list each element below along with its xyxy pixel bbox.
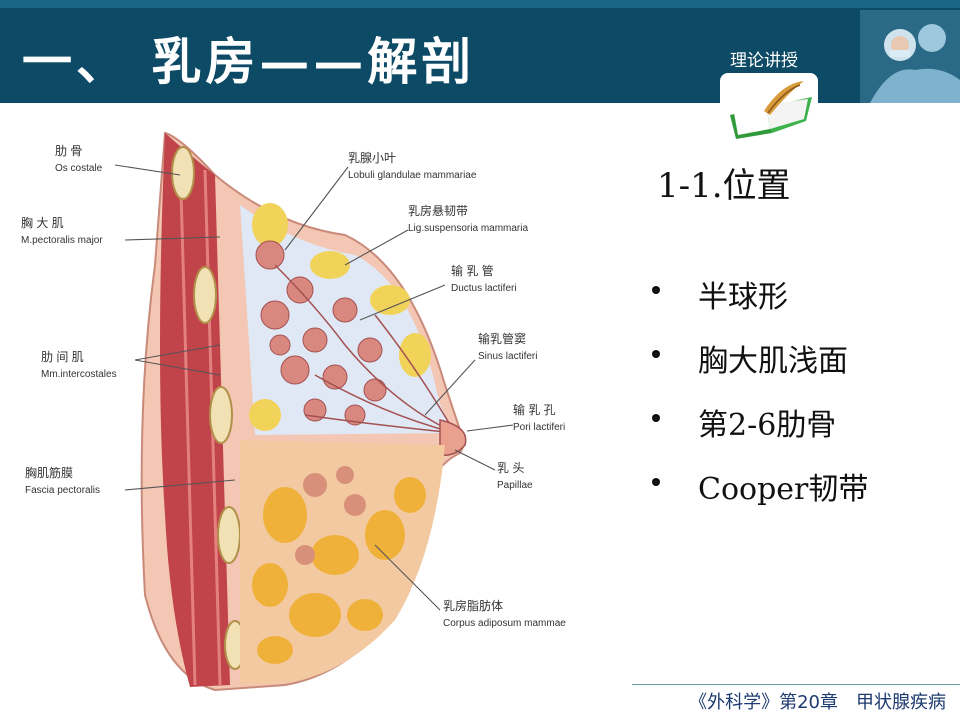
book-icon-tab (720, 73, 818, 145)
bullet-text: 第2-6肋骨 (698, 408, 837, 443)
label-sinus-cn: 输乳管窦 (478, 331, 526, 346)
label-ducts-cn: 输 乳 管 (451, 263, 494, 278)
label-suspensory-cn: 乳房悬韧带 (408, 203, 468, 218)
label-lobules-latin: Lobuli glandulae mammariae (348, 170, 477, 181)
slide-title: 一、 乳房——解剖 (22, 32, 476, 91)
bullet-dot (652, 350, 660, 358)
bullet-text: 胸大肌浅面 (698, 344, 848, 379)
label-sinus-latin: Sinus lactiferi (478, 351, 537, 362)
section-badge: 理论讲授 (730, 51, 798, 71)
label-papilla-latin: Papillae (497, 480, 533, 491)
label-adipose-cn: 乳房脂肪体 (443, 598, 503, 613)
header-bar: 一、 乳房——解剖 理论讲授 (0, 0, 960, 103)
breast-anatomy-figure: 肋 骨 Os costale 胸 大 肌 M.pectoralis major … (21, 131, 566, 692)
bullet-item: 胸大肌浅面 (650, 336, 868, 400)
label-papilla-cn: 乳 头 (497, 461, 524, 475)
section-subtitle: 1-1.位置 (657, 166, 791, 206)
bullet-dot (652, 414, 660, 422)
bullet-dot (652, 478, 660, 486)
open-book-quill-icon (730, 81, 812, 139)
label-pores-latin: Pori lactiferi (513, 422, 565, 433)
label-intercostal-latin: Mm.intercostales (41, 369, 117, 380)
bullet-item: 半球形 (650, 272, 868, 336)
label-ducts-latin: Ductus lactiferi (451, 283, 517, 294)
bullet-text: Cooper韧带 (698, 472, 869, 507)
footer-caption: 《外科学》第20章 甲状腺疾病 (689, 692, 946, 713)
label-pectoralis-cn: 胸 大 肌 (21, 215, 64, 230)
label-adipose-latin: Corpus adiposum mammae (443, 618, 566, 629)
bullet-dot (652, 286, 660, 294)
label-rib-latin: Os costale (55, 163, 103, 174)
bullet-item: 第2-6肋骨 (650, 400, 868, 464)
bullet-item: Cooper韧带 (650, 464, 868, 528)
label-rib-cn: 肋 骨 (55, 143, 82, 158)
label-suspensory-latin: Lig.suspensoria mammaria (408, 223, 528, 234)
footer-divider (632, 684, 960, 685)
label-pectoralis-latin: M.pectoralis major (21, 235, 103, 246)
label-fascia-latin: Fascia pectoralis (25, 485, 100, 496)
surgeon-photo (860, 10, 960, 103)
label-lobules-cn: 乳腺小叶 (348, 151, 396, 165)
label-intercostal-cn: 肋 间 肌 (41, 349, 84, 364)
label-pores-cn: 输 乳 孔 (513, 402, 556, 417)
bullet-list: 半球形 胸大肌浅面 第2-6肋骨 Cooper韧带 (650, 272, 868, 528)
bullet-text: 半球形 (698, 280, 788, 315)
label-fascia-cn: 胸肌筋膜 (25, 465, 73, 480)
header-stripe (0, 0, 960, 8)
